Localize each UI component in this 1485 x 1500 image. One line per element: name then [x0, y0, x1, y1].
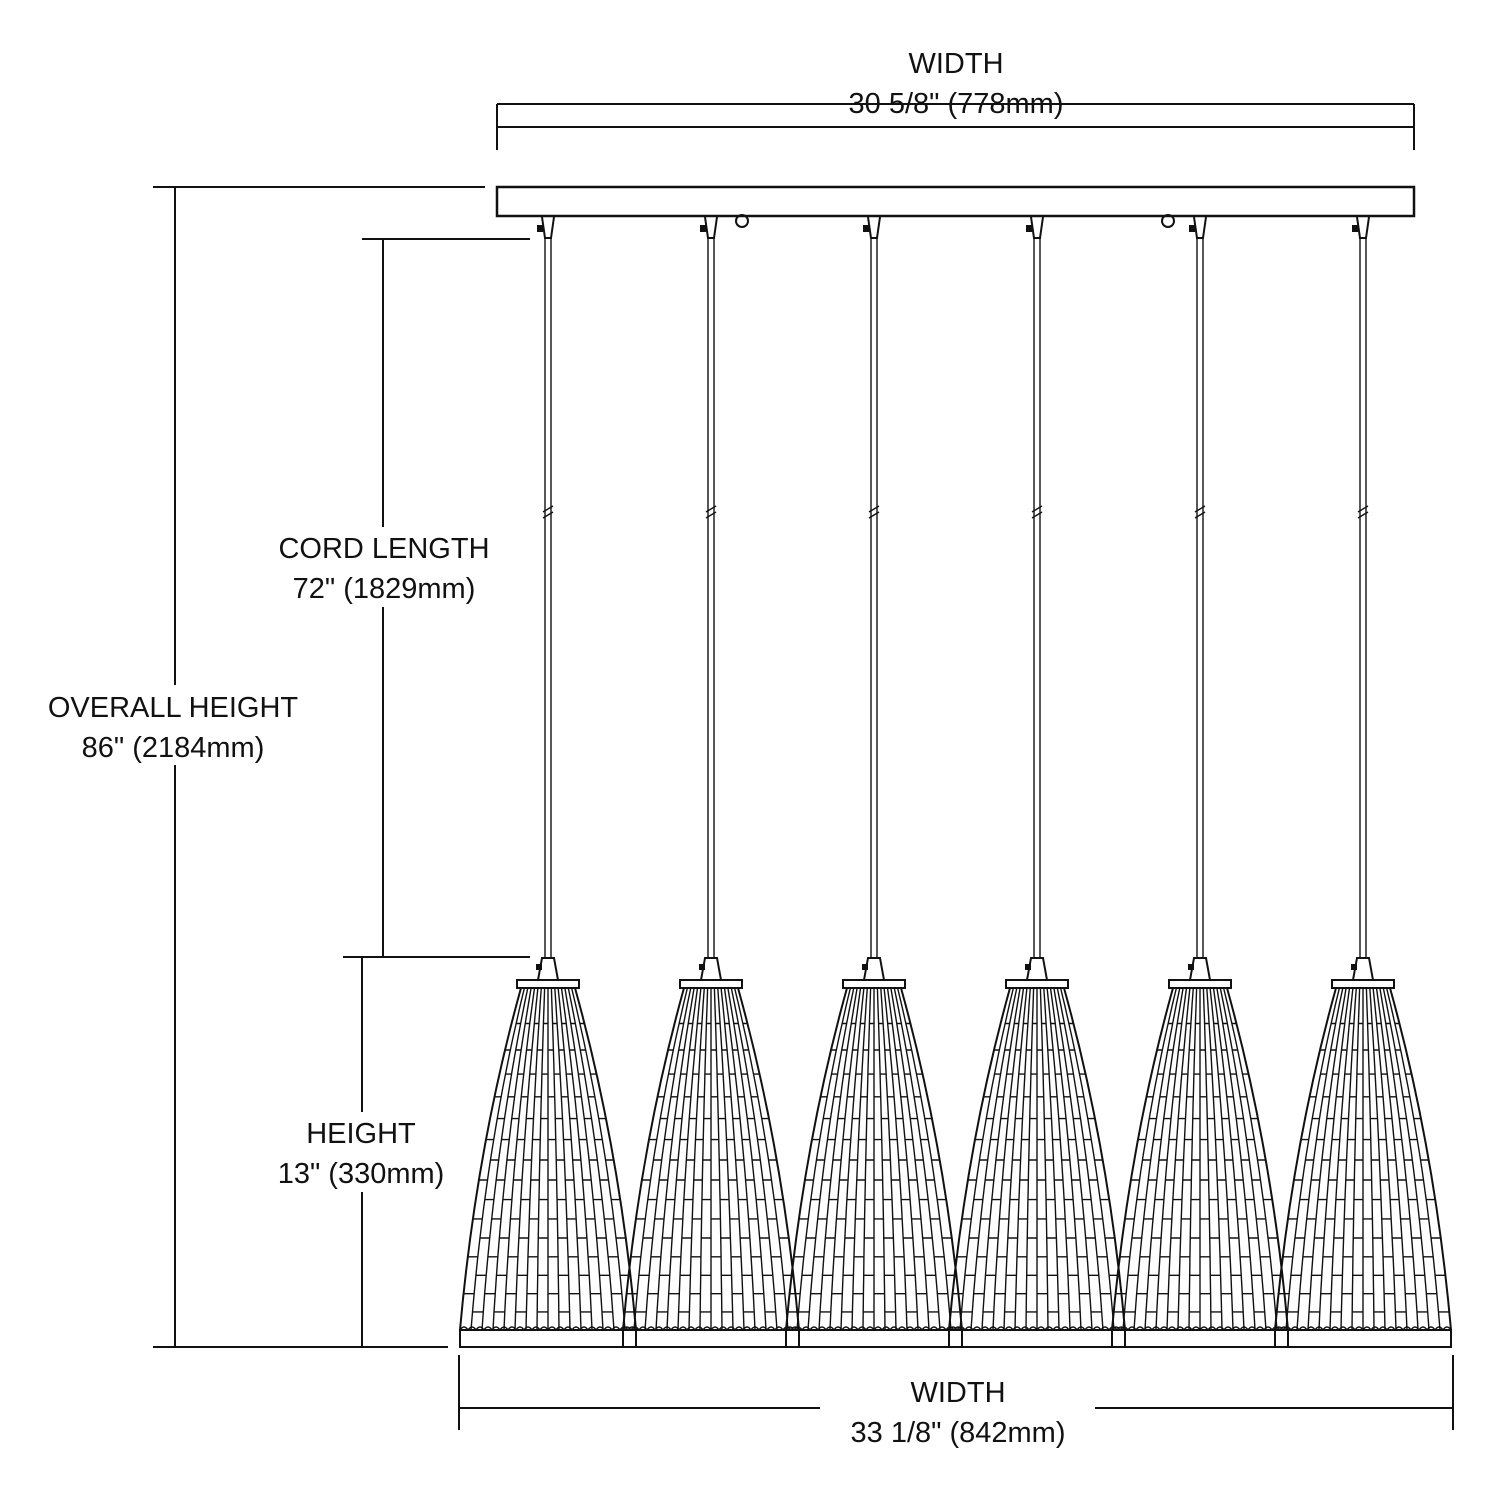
- set-screw: [1026, 225, 1032, 232]
- height-value: 13" (330mm): [278, 1158, 445, 1190]
- pendant: [621, 216, 801, 1348]
- height-dimension: HEIGHT 13" (330mm): [262, 957, 462, 1347]
- cord-connector: [541, 216, 555, 239]
- pendant: [458, 216, 638, 1348]
- set-screw: [1352, 225, 1358, 232]
- wicker-shade: [621, 987, 801, 1348]
- cord-connector: [1193, 216, 1207, 239]
- shade-fitter: [516, 979, 580, 989]
- cord-connector: [1030, 216, 1044, 239]
- pendants: [458, 216, 1453, 1348]
- pendant: [947, 216, 1127, 1348]
- shade-band: [948, 1329, 1126, 1348]
- pendant: [1273, 216, 1453, 1348]
- cord-break-mark: [868, 505, 880, 519]
- cord-break-mark: [1194, 505, 1206, 519]
- set-screw: [700, 225, 706, 232]
- shade-fitter: [1168, 979, 1232, 989]
- shade-band: [459, 1329, 637, 1348]
- cord-length-dimension: CORD LENGTH 72" (1829mm): [255, 238, 530, 958]
- canopy: [495, 185, 1416, 228]
- shade-fitter: [1331, 979, 1395, 989]
- bottom-width-value: 33 1/8" (842mm): [851, 1417, 1066, 1449]
- cord-length-value: 72" (1829mm): [293, 573, 476, 605]
- cord-connector: [867, 216, 881, 239]
- pendant: [784, 216, 964, 1348]
- top-width-title: WIDTH: [908, 48, 1003, 80]
- cord-length-title: CORD LENGTH: [278, 533, 489, 565]
- shade-band: [1111, 1329, 1289, 1348]
- cord-connector: [1356, 216, 1370, 239]
- overall-height-dimension: OVERALL HEIGHT 86" (2184mm): [20, 186, 485, 1348]
- pendant: [1110, 216, 1290, 1348]
- cord-break-mark: [542, 505, 554, 519]
- wicker-shade: [784, 987, 964, 1348]
- bottom-width-title: WIDTH: [910, 1377, 1005, 1409]
- shade-band: [622, 1329, 800, 1348]
- overall-height-value: 86" (2184mm): [82, 732, 265, 764]
- wicker-shade: [458, 987, 638, 1348]
- shade-fitter: [842, 979, 906, 989]
- height-title: HEIGHT: [306, 1118, 416, 1150]
- cord-break-mark: [705, 505, 717, 519]
- set-screw: [537, 225, 543, 232]
- top-width-dimension: WIDTH 30 5/8" (778mm): [496, 48, 1415, 150]
- shade-fitter: [1005, 979, 1069, 989]
- wicker-shade: [1273, 987, 1453, 1348]
- overall-height-title: OVERALL HEIGHT: [48, 692, 299, 724]
- top-width-value: 30 5/8" (778mm): [849, 88, 1064, 120]
- shade-fitter: [679, 979, 743, 989]
- cord-break-mark: [1357, 505, 1369, 519]
- set-screw: [863, 225, 869, 232]
- wicker-shade: [1110, 987, 1290, 1348]
- cord-break-mark: [1031, 505, 1043, 519]
- shade-band: [785, 1329, 963, 1348]
- cord-connector: [704, 216, 718, 239]
- bottom-width-dimension: WIDTH 33 1/8" (842mm): [458, 1355, 1454, 1452]
- set-screw: [1189, 225, 1195, 232]
- shade-band: [1274, 1329, 1452, 1348]
- wicker-shade: [947, 987, 1127, 1348]
